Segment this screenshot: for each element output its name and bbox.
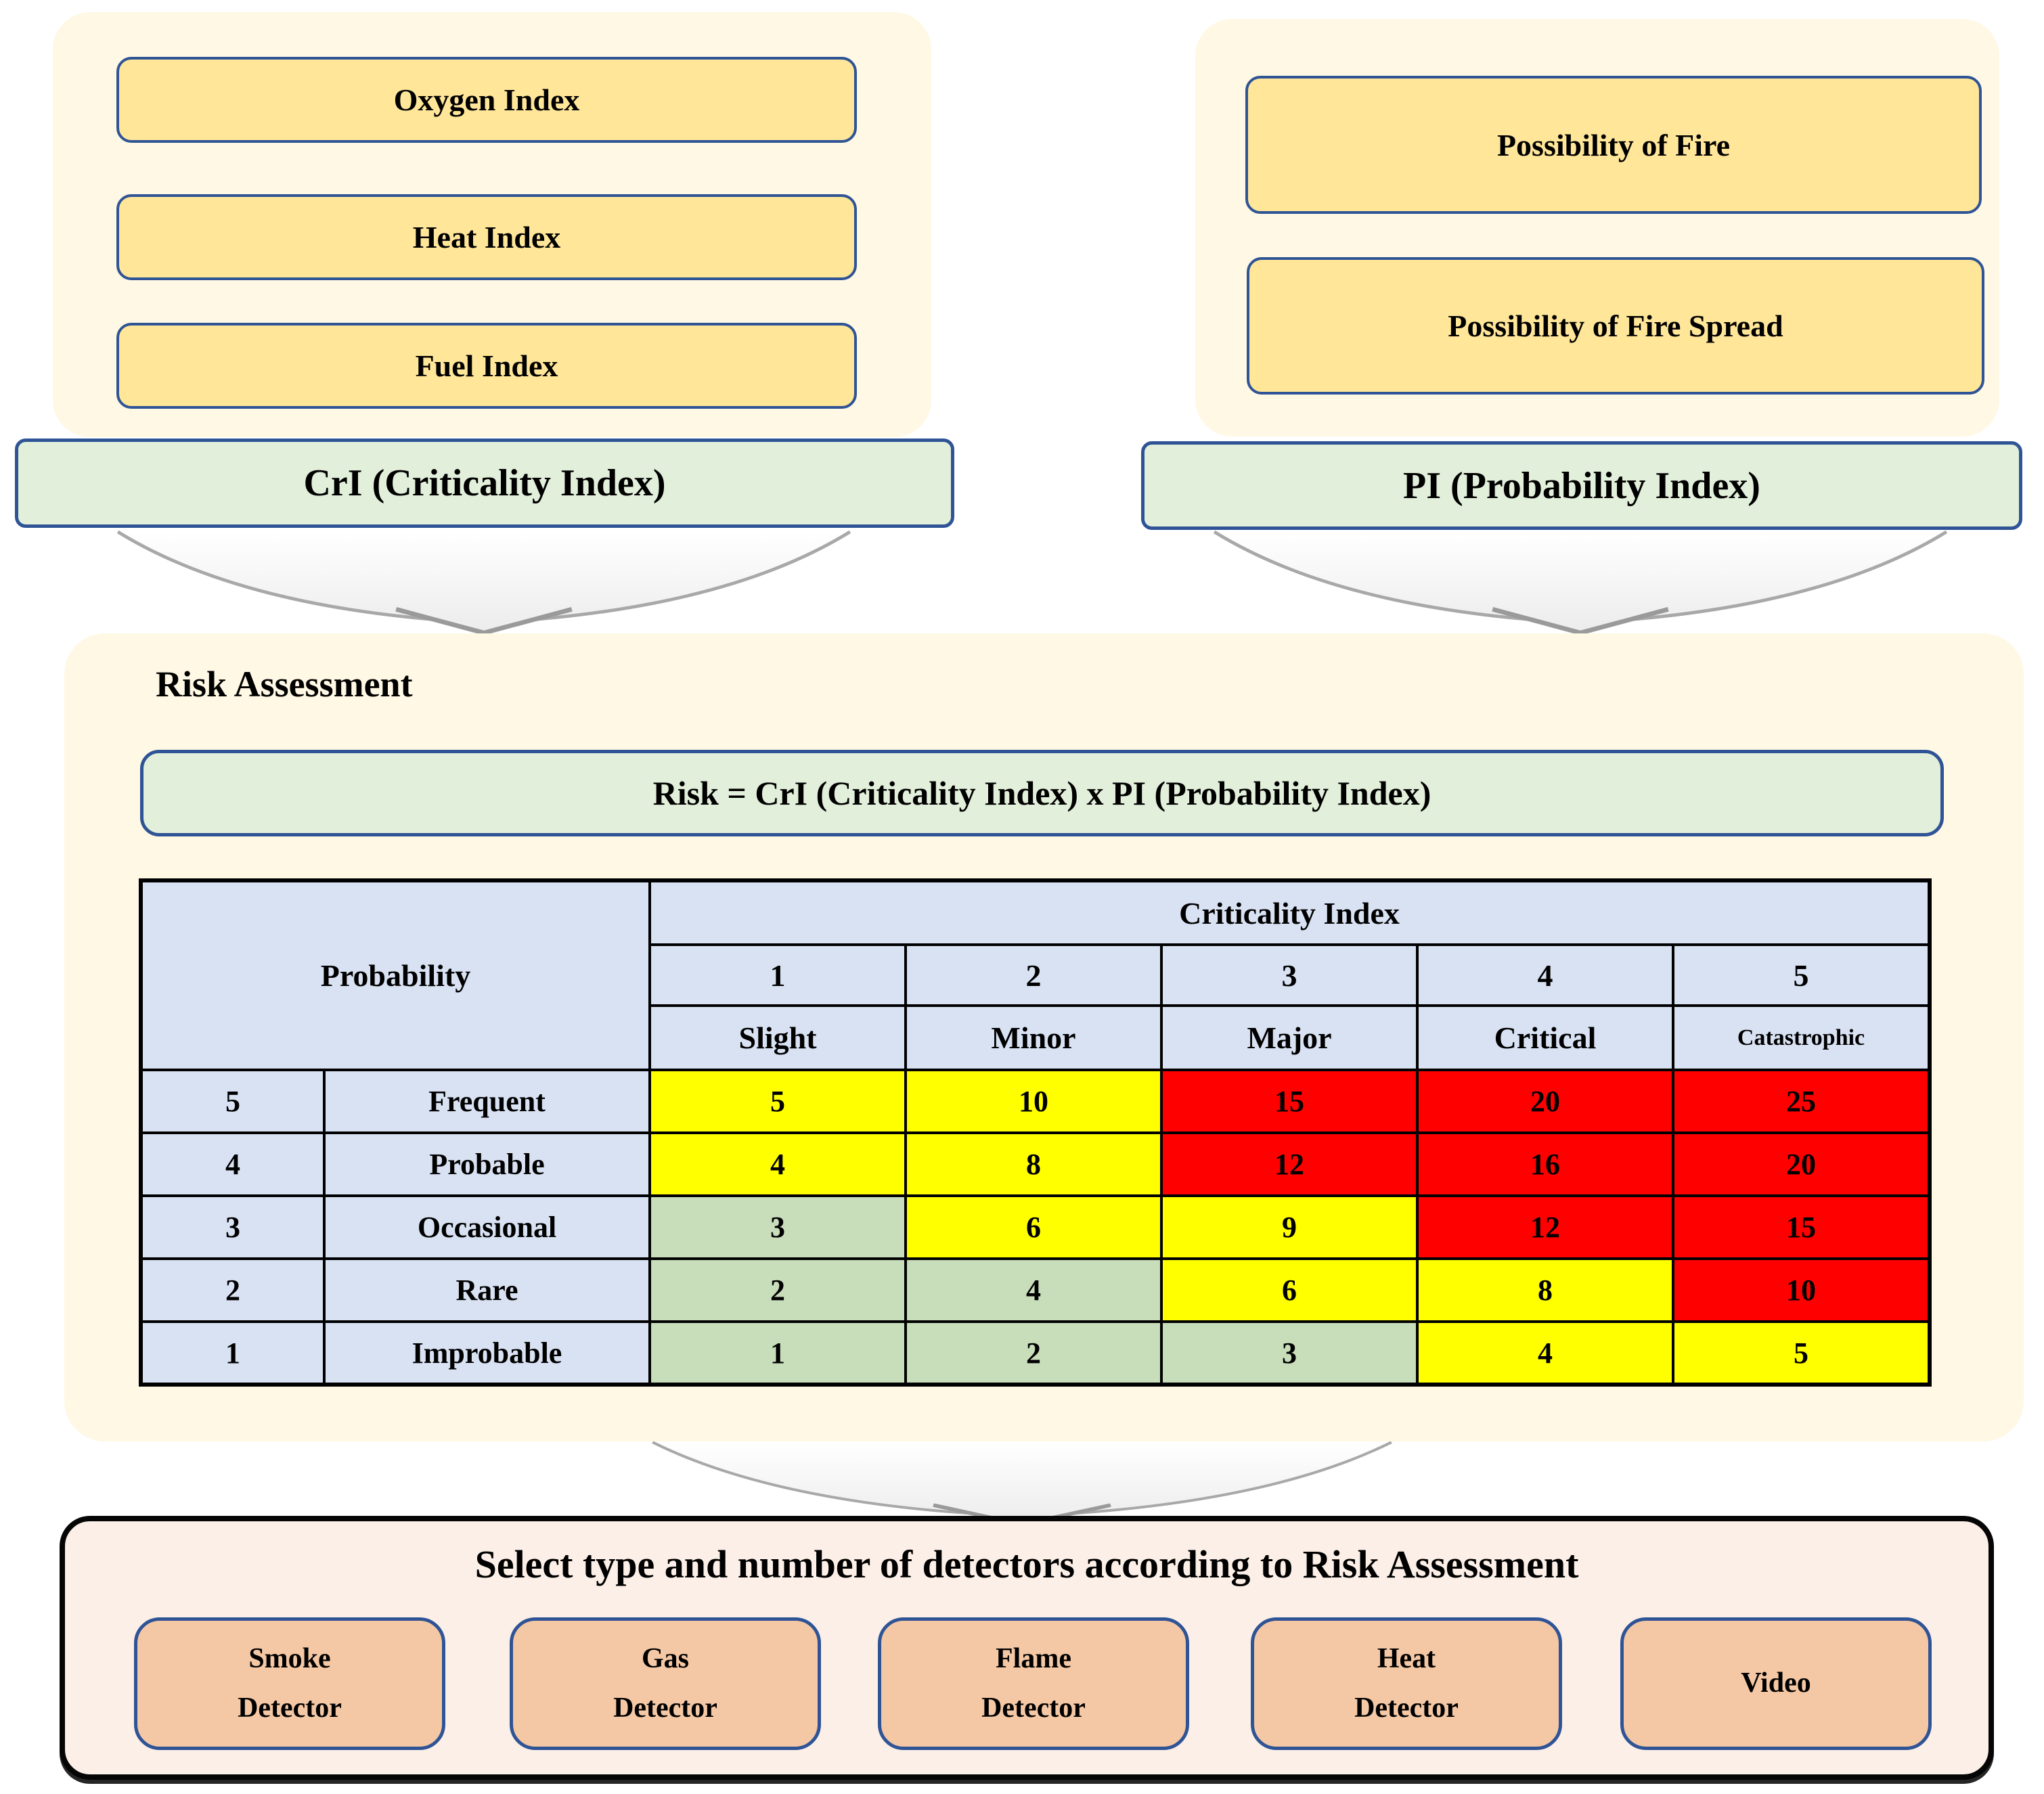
criticality-number-header: 2	[904, 943, 1163, 1007]
smoke-detector-label-line1: Smoke	[248, 1642, 331, 1674]
criticality-number-header: 3	[1160, 943, 1419, 1007]
heat-detector-box: Heat Detector	[1251, 1617, 1562, 1750]
heat-detector-label-line2: Detector	[1354, 1692, 1459, 1724]
gas-detector-label-line2: Detector	[613, 1692, 717, 1724]
matrix-cell: 5	[1672, 1320, 1932, 1386]
matrix-cell: 6	[1160, 1257, 1419, 1323]
probability-corner-header: Probability	[139, 879, 652, 1071]
heat-index-label: Heat Index	[412, 220, 561, 254]
matrix-cell: 4	[904, 1257, 1163, 1323]
criticality-number-header: 5	[1672, 943, 1932, 1007]
matrix-cell: 4	[648, 1131, 908, 1197]
criticality-index-result-label: CrI (Criticality Index)	[303, 462, 666, 504]
possibility-of-fire-label: Possibility of Fire	[1496, 127, 1731, 162]
oxygen-index-label: Oxygen Index	[393, 83, 580, 117]
matrix-cell: 4	[1416, 1320, 1675, 1386]
probability-index-result-label: PI (Probability Index)	[1403, 464, 1760, 507]
matrix-row-rare: 2 Rare 2 4 6 8 10	[139, 1257, 1932, 1323]
video-detector-box: Video	[1620, 1617, 1932, 1750]
severity-label-header: Critical	[1416, 1004, 1675, 1071]
matrix-cell: 3	[1160, 1320, 1419, 1386]
converging-arrow-icon-left	[116, 530, 851, 635]
matrix-cell: 15	[1672, 1194, 1932, 1260]
probability-number: 5	[139, 1069, 326, 1134]
flame-detector-label-line2: Detector	[981, 1692, 1086, 1724]
severity-label-header: Catastrophic	[1672, 1004, 1932, 1071]
criticality-index-result-box: CrI (Criticality Index)	[15, 439, 954, 528]
matrix-cell: 6	[904, 1194, 1163, 1260]
possibility-of-fire-spread-label: Possibility of Fire Spread	[1448, 309, 1783, 343]
matrix-row-improbable: 1 Improbable 1 2 3 4 5	[139, 1320, 1932, 1386]
matrix-cell: 8	[904, 1131, 1163, 1197]
flame-detector-label-line1: Flame	[996, 1642, 1071, 1674]
oxygen-index-box: Oxygen Index	[116, 57, 857, 143]
matrix-cell: 12	[1416, 1194, 1675, 1260]
matrix-cell: 3	[648, 1194, 908, 1260]
probability-label: Probable	[322, 1131, 652, 1197]
risk-formula-text: Risk = CrI (Criticality Index) x PI (Pro…	[652, 774, 1431, 812]
probability-index-result-box: PI (Probability Index)	[1141, 441, 2022, 530]
probability-label: Frequent	[322, 1069, 652, 1134]
matrix-cell: 20	[1416, 1069, 1675, 1134]
severity-label-header: Minor	[904, 1004, 1163, 1071]
probability-number: 3	[139, 1194, 326, 1260]
risk-matrix-table: Probability Criticality Index 1 2 3 4 5 …	[139, 878, 1932, 1387]
possibility-of-fire-box: Possibility of Fire	[1245, 76, 1982, 214]
heat-index-box: Heat Index	[116, 194, 857, 280]
gas-detector-label-line1: Gas	[641, 1642, 689, 1674]
matrix-cell: 20	[1672, 1131, 1932, 1197]
flame-detector-box: Flame Detector	[878, 1617, 1189, 1750]
matrix-cell: 8	[1416, 1257, 1675, 1323]
matrix-cell: 10	[904, 1069, 1163, 1134]
smoke-detector-box: Smoke Detector	[134, 1617, 445, 1750]
risk-assessment-title: Risk Assessment	[156, 664, 413, 704]
matrix-cell: 9	[1160, 1194, 1419, 1260]
risk-formula-box: Risk = CrI (Criticality Index) x PI (Pro…	[140, 750, 1944, 836]
matrix-cell: 10	[1672, 1257, 1932, 1323]
matrix-cell: 2	[648, 1257, 908, 1323]
probability-label: Improbable	[322, 1320, 652, 1386]
matrix-row-frequent: 5 Frequent 5 10 15 20 25	[139, 1069, 1932, 1134]
criticality-number-header: 1	[648, 943, 908, 1007]
criticality-index-group-header: Criticality Index	[648, 879, 1932, 946]
matrix-cell: 1	[648, 1320, 908, 1386]
fuel-index-label: Fuel Index	[415, 349, 558, 383]
possibility-of-fire-spread-box: Possibility of Fire Spread	[1247, 257, 1984, 395]
matrix-row-occasional: 3 Occasional 3 6 9 12 15	[139, 1194, 1932, 1260]
severity-label-header: Major	[1160, 1004, 1419, 1071]
matrix-cell: 25	[1672, 1069, 1932, 1134]
converging-arrow-icon-bottom	[652, 1441, 1392, 1527]
matrix-cell: 5	[648, 1069, 908, 1134]
probability-label: Rare	[322, 1257, 652, 1323]
probability-number: 1	[139, 1320, 326, 1386]
matrix-cell: 12	[1160, 1131, 1419, 1197]
video-detector-label-line1: Video	[1741, 1667, 1811, 1699]
criticality-number-header: 4	[1416, 943, 1675, 1007]
converging-arrow-icon-right	[1213, 530, 1948, 635]
matrix-row-probable: 4 Probable 4 8 12 16 20	[139, 1131, 1932, 1197]
probability-label: Occasional	[322, 1194, 652, 1260]
matrix-cell: 2	[904, 1320, 1163, 1386]
heat-detector-label-line1: Heat	[1377, 1642, 1436, 1674]
probability-number: 2	[139, 1257, 326, 1323]
matrix-cell: 16	[1416, 1131, 1675, 1197]
probability-number: 4	[139, 1131, 326, 1197]
smoke-detector-label-line2: Detector	[238, 1692, 342, 1724]
fuel-index-box: Fuel Index	[116, 323, 857, 409]
matrix-cell: 15	[1160, 1069, 1419, 1134]
detector-selection-title: Select type and number of detectors acco…	[474, 1542, 1579, 1586]
gas-detector-box: Gas Detector	[510, 1617, 821, 1750]
severity-label-header: Slight	[648, 1004, 908, 1071]
